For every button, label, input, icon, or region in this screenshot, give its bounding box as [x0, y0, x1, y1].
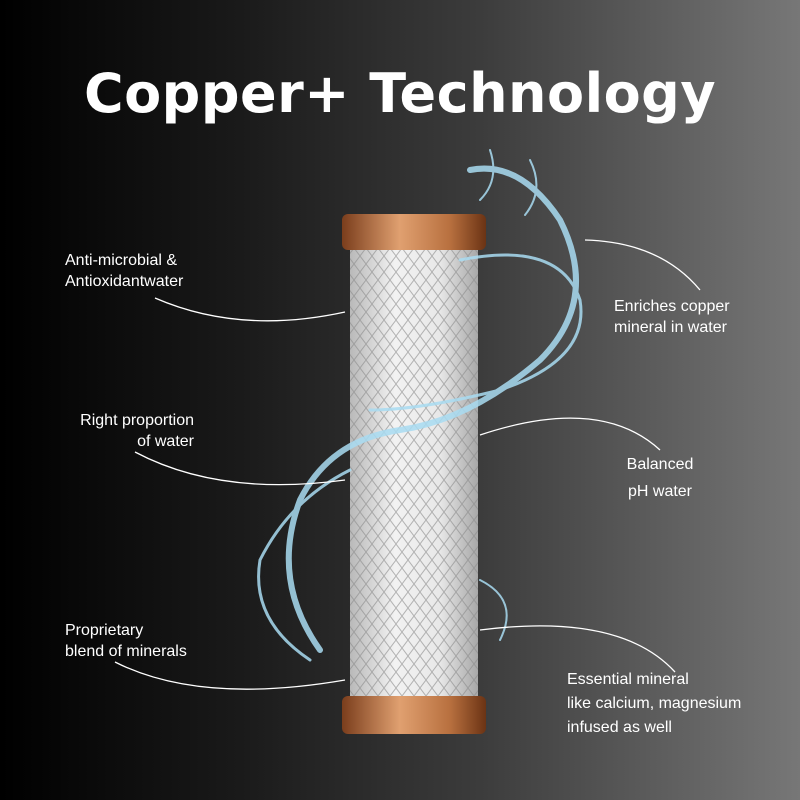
feature-ph: Balanced pH water	[610, 451, 710, 505]
feature-proportion: Right proportion of water	[64, 410, 194, 452]
feature-line: Essential mineral	[567, 671, 689, 688]
feature-line: Antioxidantwater	[65, 273, 184, 290]
bottom-copper-cap	[342, 696, 486, 734]
feature-antimicrobial: Anti-microbial & Antioxidantwater	[65, 250, 183, 292]
feature-copper: Enriches copper mineral in water	[614, 296, 730, 338]
feature-line: pH water	[627, 483, 693, 500]
feature-line: like calcium, magnesium	[567, 695, 742, 712]
leader-lines	[114, 239, 701, 690]
filter-cartridge	[342, 214, 486, 734]
feature-essential: Essential mineral like calcium, magnesiu…	[567, 668, 741, 740]
feature-line: Proprietary	[65, 622, 144, 639]
feature-line: Anti-microbial &	[65, 252, 178, 269]
feature-line: Enriches copper	[614, 298, 730, 315]
feature-line: of water	[137, 433, 194, 450]
page-title: Copper+ Technology	[83, 62, 717, 125]
feature-line: blend of minerals	[65, 643, 187, 660]
feature-line: Right proportion	[80, 412, 194, 429]
feature-line: infused as well	[567, 719, 672, 736]
top-copper-cap	[342, 214, 486, 250]
water-splash	[257, 149, 583, 662]
feature-line: mineral in water	[614, 319, 727, 336]
feature-line: Balanced	[626, 456, 694, 473]
feature-minerals: Proprietary blend of minerals	[65, 620, 187, 662]
